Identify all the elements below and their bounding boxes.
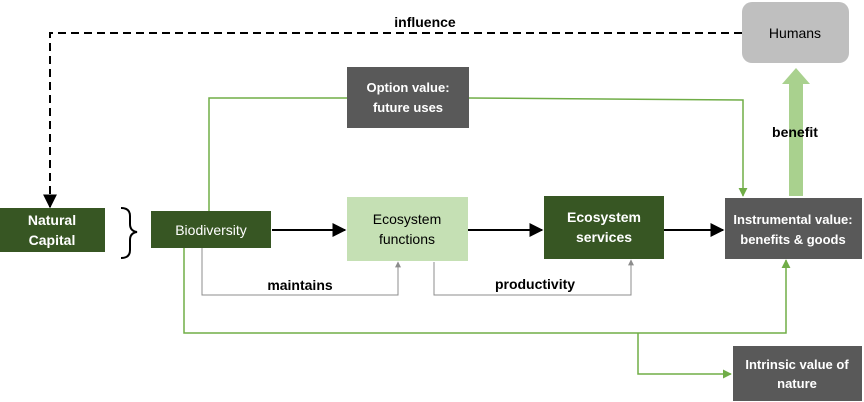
option-value-label-1: Option value: [366, 80, 449, 95]
natural-capital-label-1: Natural [28, 212, 76, 228]
maintains-label: maintains [267, 277, 333, 293]
influence-arrow [43, 32, 742, 209]
ecosystem-functions-label-2: functions [379, 231, 435, 247]
curly-brace [120, 207, 138, 259]
instrumental-value-label-2: benefits & goods [740, 232, 845, 247]
humans-box: Humans [742, 2, 849, 63]
ecosystem-services-box: Ecosystem services [544, 196, 664, 259]
instrumental-value-label-1: Instrumental value: [733, 212, 852, 227]
instrumental-value-box: Instrumental value: benefits & goods [725, 198, 862, 259]
intrinsic-value-label-2: nature [777, 376, 817, 391]
option-value-link [208, 97, 347, 211]
ecosystem-functions-label-1: Ecosystem [373, 211, 441, 227]
biodiversity-box: Biodiversity [151, 211, 271, 248]
natural-capital-label-2: Capital [29, 232, 76, 248]
natural-capital-box: Natural Capital [0, 208, 105, 252]
ecosystem-services-label-1: Ecosystem [567, 209, 641, 225]
benefit-label: benefit [772, 124, 818, 140]
ecosystem-services-label-2: services [576, 229, 632, 245]
intrinsic-value-label-1: Intrinsic value of [745, 357, 849, 372]
biodiversity-label: Biodiversity [175, 222, 247, 238]
option-to-instrumental-arrow [468, 97, 748, 197]
influence-label: influence [394, 14, 456, 30]
productivity-label: productivity [495, 276, 575, 292]
maintains-arrow [201, 248, 401, 296]
productivity-arrow [433, 259, 634, 296]
option-value-box: Option value: future uses [347, 67, 469, 128]
benefit-arrow [782, 68, 810, 196]
biodiversity-to-instrumental-arrow [183, 248, 791, 334]
option-value-label-2: future uses [373, 100, 443, 115]
biodiversity-to-intrinsic-arrow [637, 333, 732, 379]
ecosystem-functions-box: Ecosystem functions [347, 197, 468, 261]
intrinsic-value-box: Intrinsic value of nature [733, 346, 862, 401]
humans-label: Humans [769, 25, 821, 41]
